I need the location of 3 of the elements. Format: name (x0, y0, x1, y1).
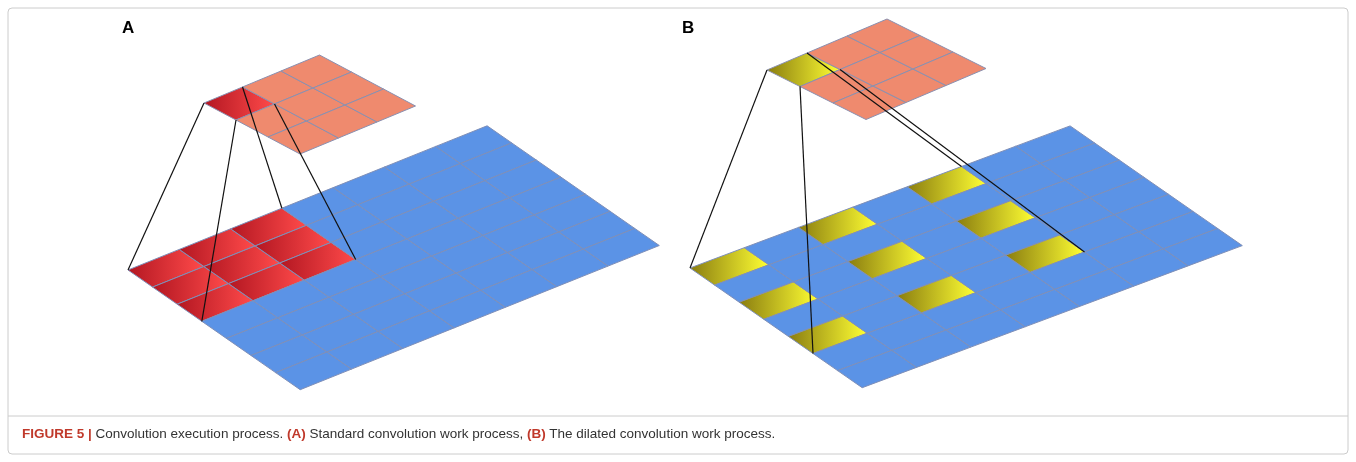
panel-letter: A (122, 18, 135, 38)
figure-caption: FIGURE 5 | Convolution execution process. (A) Standard convolution work process, (B) The dilated convolution work process. (22, 426, 776, 441)
panel-letter: B (682, 18, 695, 38)
